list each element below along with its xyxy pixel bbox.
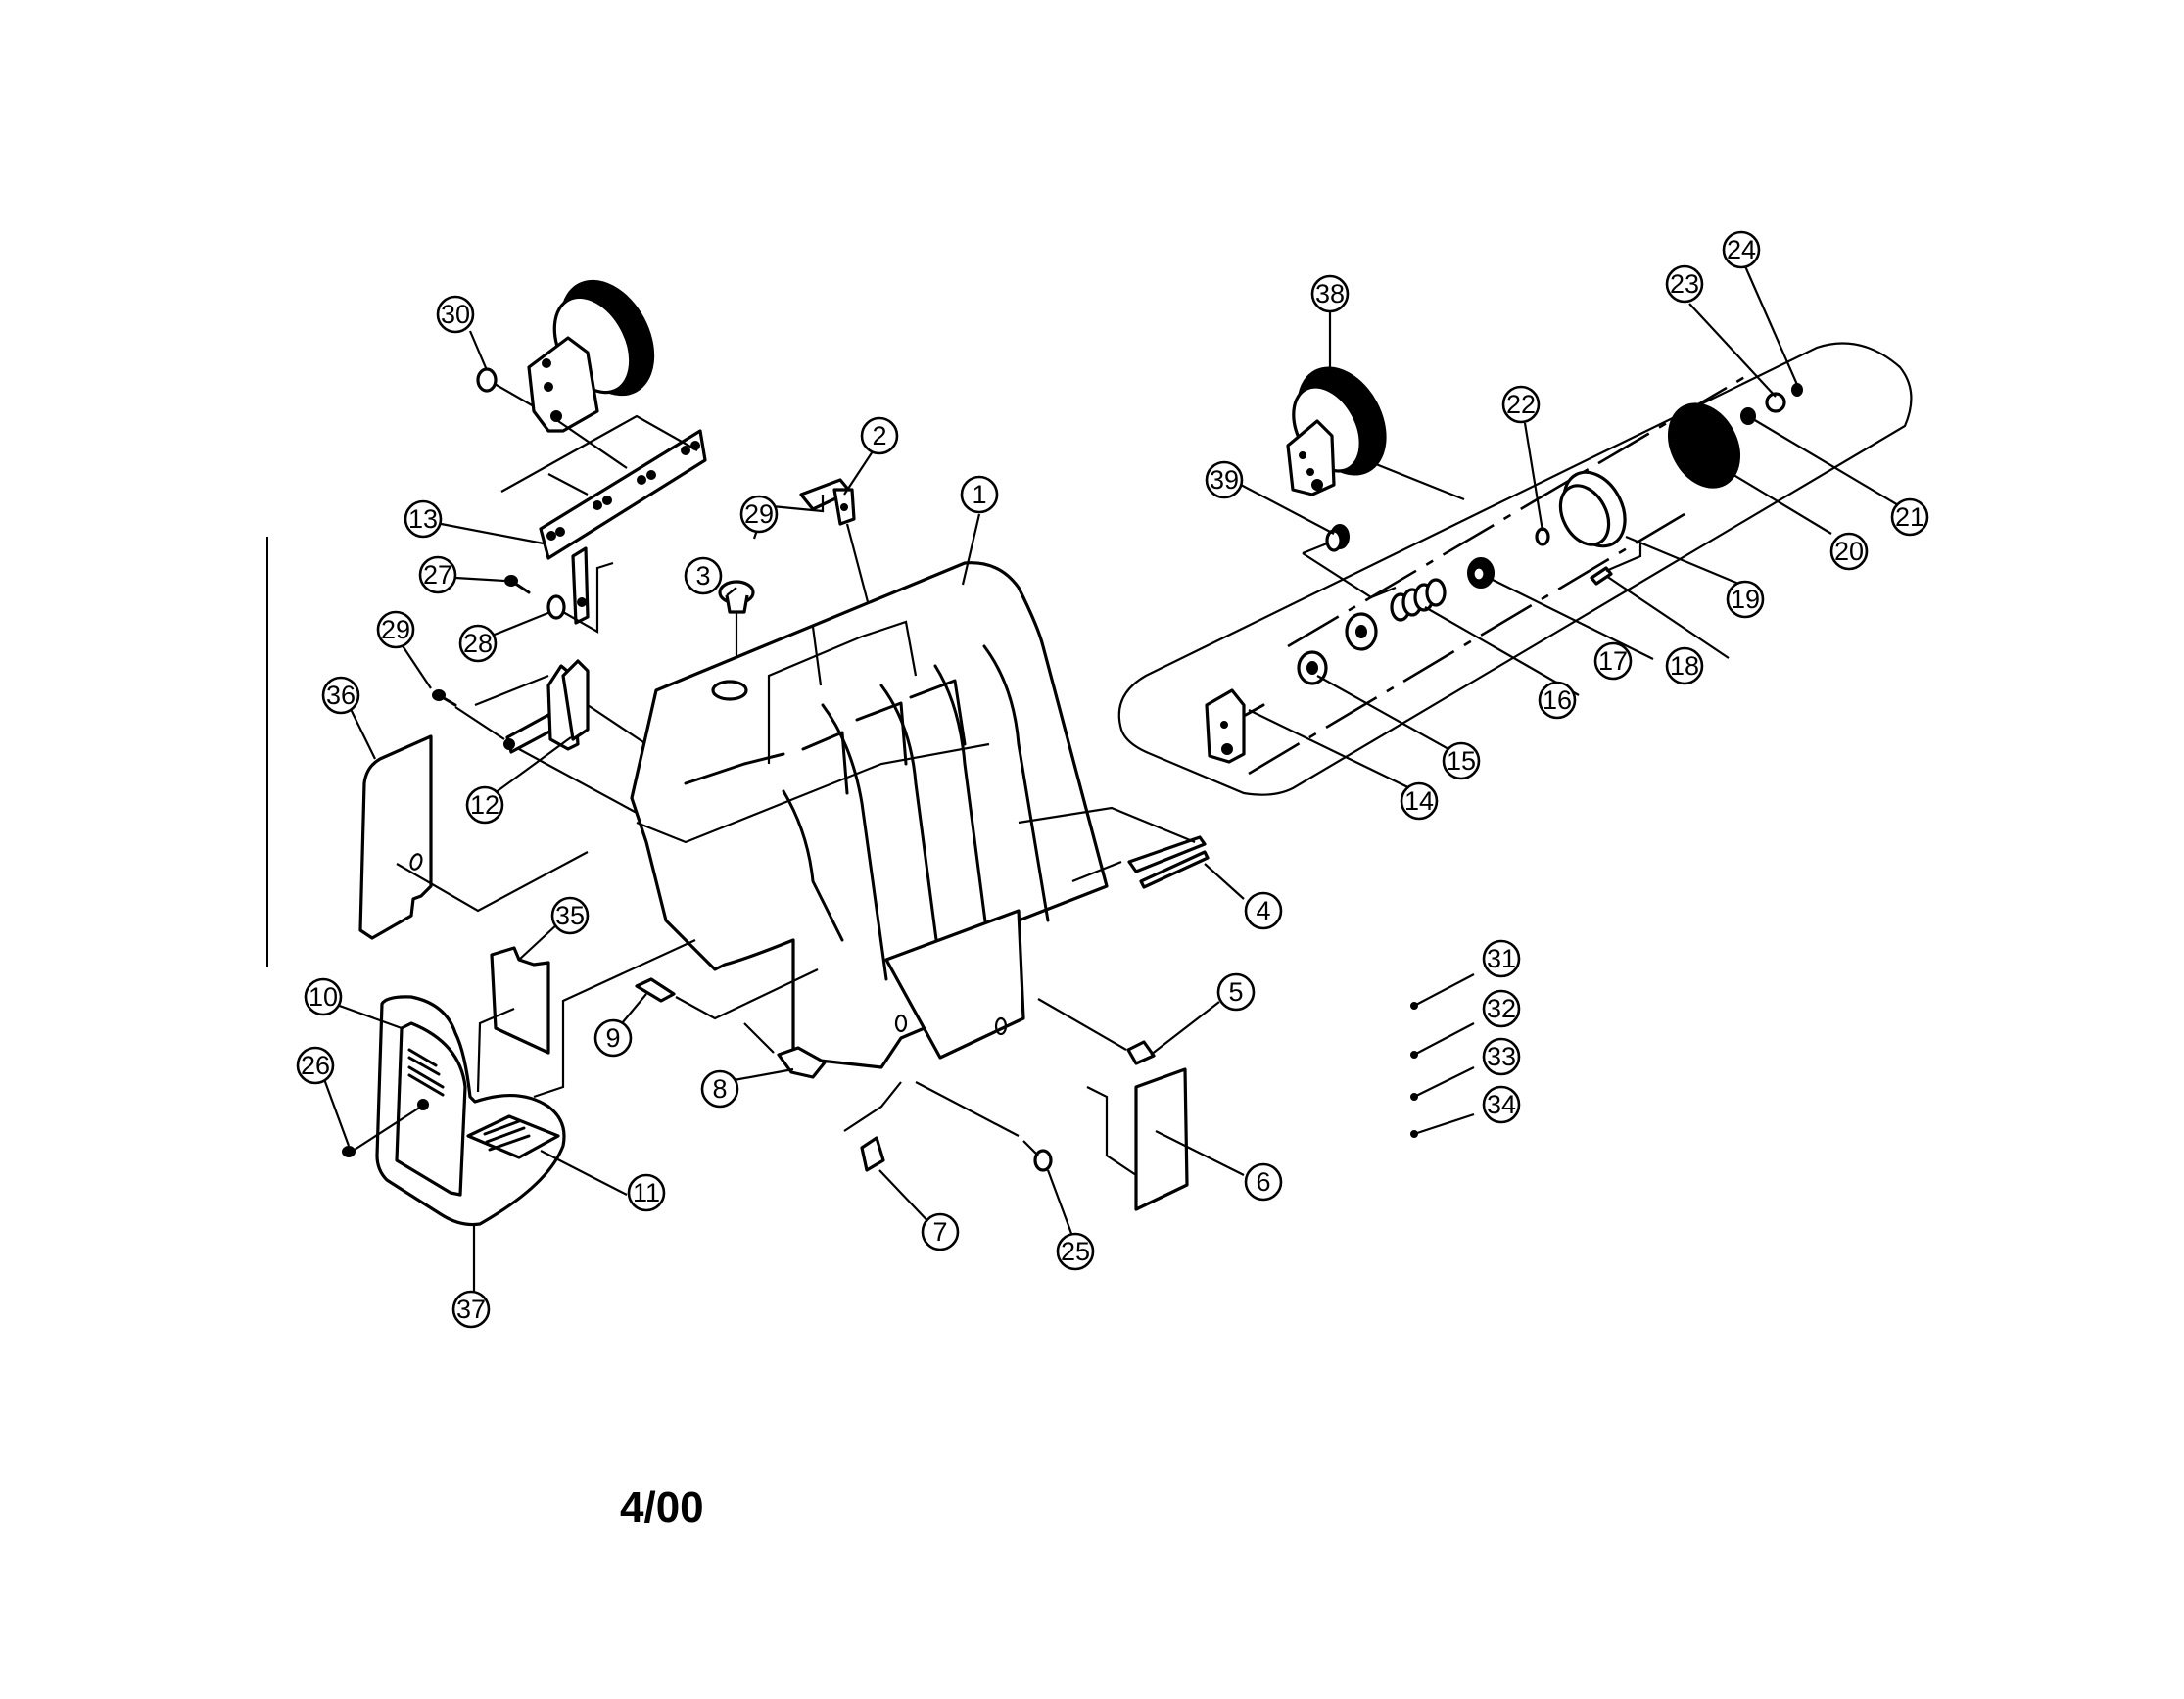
svg-text:12: 12 [470, 790, 499, 820]
svg-text:4: 4 [1256, 896, 1270, 925]
callout-17: 17 [1593, 641, 1633, 681]
svg-text:2: 2 [872, 421, 886, 450]
svg-text:33: 33 [1487, 1042, 1516, 1071]
callout-7: 7 [921, 1212, 960, 1251]
svg-text:8: 8 [712, 1074, 727, 1104]
callout-6: 6 [1244, 1162, 1283, 1202]
svg-text:36: 36 [326, 681, 356, 710]
callout-11: 11 [627, 1173, 666, 1212]
callout-35: 35 [550, 896, 590, 935]
svg-text:28: 28 [463, 629, 493, 658]
callout-13: 13 [404, 499, 443, 539]
svg-text:3: 3 [695, 561, 710, 590]
callout-10: 10 [304, 977, 343, 1016]
svg-text:17: 17 [1598, 646, 1628, 676]
spring-39 [1302, 524, 1397, 599]
callout-29a: 29 [376, 610, 415, 649]
svg-text:24: 24 [1727, 235, 1756, 264]
callout-39: 39 [1205, 460, 1244, 499]
mounting-bar [500, 414, 707, 625]
svg-text:30: 30 [441, 300, 470, 329]
callout-37: 37 [451, 1290, 491, 1329]
callout-25: 25 [1056, 1232, 1095, 1271]
callout-20: 20 [1829, 532, 1869, 571]
svg-text:22: 22 [1506, 390, 1536, 419]
leader-lines [322, 265, 1906, 1298]
svg-text:1: 1 [972, 480, 986, 509]
right-assembly-outline [1117, 342, 1913, 796]
callout-21: 21 [1890, 497, 1929, 537]
svg-text:16: 16 [1543, 685, 1572, 715]
svg-text:38: 38 [1315, 279, 1345, 308]
small-parts [1410, 1002, 1418, 1138]
revision-date: 4/00 [620, 1484, 704, 1532]
callout-32: 32 [1482, 989, 1521, 1028]
callout-15: 15 [1442, 741, 1481, 780]
svg-text:34: 34 [1487, 1090, 1516, 1119]
svg-text:37: 37 [456, 1295, 486, 1324]
callout-4: 4 [1244, 891, 1283, 930]
callout-28: 28 [458, 624, 498, 663]
callout-29b: 29 [739, 495, 779, 534]
callout-27: 27 [418, 555, 457, 594]
svg-text:5: 5 [1228, 977, 1243, 1007]
callout-9: 9 [593, 1018, 633, 1058]
svg-text:39: 39 [1210, 465, 1239, 495]
svg-text:10: 10 [309, 982, 338, 1012]
svg-text:20: 20 [1834, 537, 1864, 566]
svg-text:31: 31 [1487, 944, 1516, 973]
callout-1: 1 [960, 475, 999, 514]
svg-text:35: 35 [555, 901, 585, 930]
svg-text:26: 26 [301, 1051, 330, 1080]
svg-text:29: 29 [381, 615, 410, 644]
svg-text:19: 19 [1731, 585, 1760, 614]
callout-22: 22 [1501, 385, 1541, 424]
callout-33: 33 [1482, 1037, 1521, 1076]
main-cover [630, 561, 1109, 1069]
callout-14: 14 [1400, 781, 1439, 821]
callout-38: 38 [1310, 274, 1350, 313]
svg-text:6: 6 [1256, 1167, 1270, 1197]
callout-3: 3 [684, 556, 723, 595]
callout-2: 2 [860, 416, 899, 455]
callout-5: 5 [1216, 972, 1256, 1012]
svg-text:21: 21 [1895, 502, 1924, 532]
panel [1086, 1067, 1189, 1211]
callout-23: 23 [1665, 264, 1704, 304]
callout-26: 26 [296, 1046, 335, 1085]
bracket-plate [1018, 806, 1210, 889]
fastener-group-left [432, 561, 647, 814]
margin-rule [266, 537, 268, 967]
callout-16: 16 [1538, 681, 1577, 720]
hinge-parts [1205, 383, 1803, 764]
svg-text:29: 29 [744, 499, 774, 529]
callout-34: 34 [1482, 1085, 1521, 1124]
svg-text:15: 15 [1447, 746, 1476, 776]
dial-assembly-left [476, 279, 655, 433]
svg-text:14: 14 [1404, 786, 1434, 816]
svg-text:23: 23 [1670, 269, 1699, 299]
svg-text:32: 32 [1487, 994, 1516, 1023]
bracket-2 [759, 478, 874, 618]
svg-text:11: 11 [633, 1178, 660, 1207]
callout-24: 24 [1722, 230, 1761, 269]
callout-36: 36 [321, 676, 360, 715]
svg-text:13: 13 [408, 504, 438, 534]
svg-text:25: 25 [1061, 1237, 1090, 1266]
clips [635, 968, 1156, 1172]
callout-8: 8 [700, 1069, 739, 1109]
callout-19: 19 [1726, 580, 1765, 619]
svg-text:9: 9 [605, 1023, 620, 1053]
callout-12: 12 [465, 785, 504, 825]
svg-text:27: 27 [423, 560, 452, 590]
cover-assembly [342, 939, 696, 1227]
dial-assembly-right [1286, 366, 1465, 501]
svg-text:18: 18 [1670, 651, 1699, 681]
svg-text:7: 7 [932, 1217, 947, 1247]
callout-30: 30 [436, 295, 475, 334]
callout-18: 18 [1665, 646, 1704, 685]
side-cover [358, 734, 589, 940]
callout-31: 31 [1482, 939, 1521, 978]
